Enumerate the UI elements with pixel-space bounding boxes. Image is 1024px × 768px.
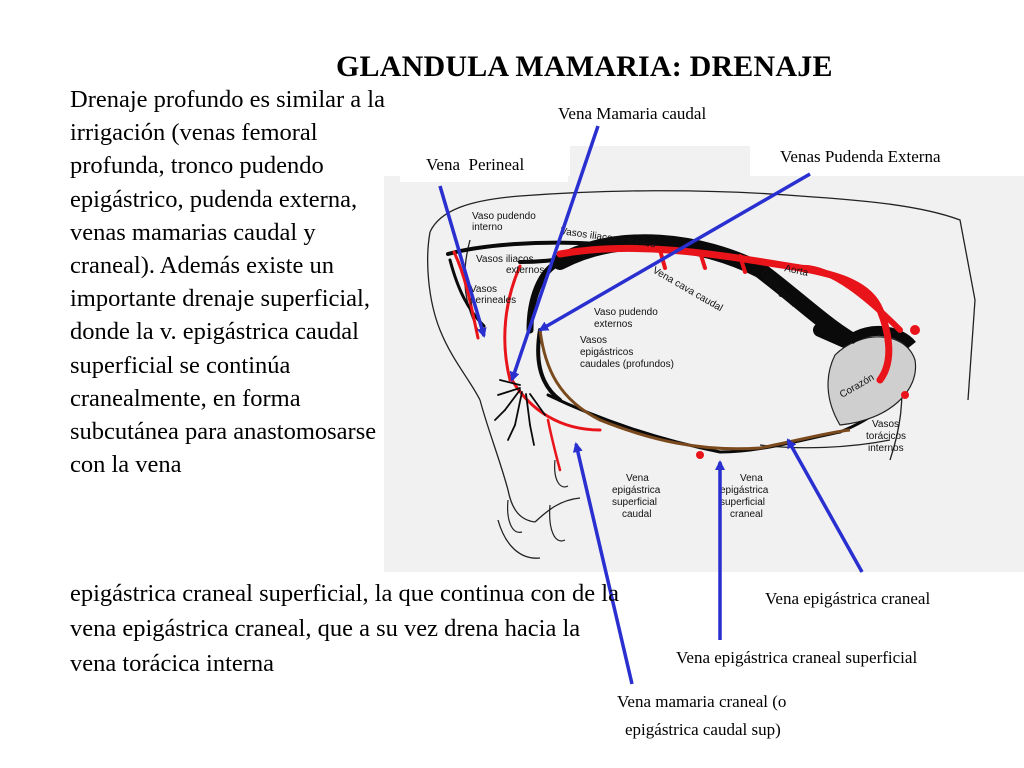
- label-vena-mamaria-craneal-2: epigástrica caudal sup): [625, 720, 781, 739]
- label-vasos-perineales-2: perineales: [470, 295, 516, 306]
- label-vasos-toracicos-2: torácicos: [866, 431, 906, 442]
- label-vena-esc-3: superficial: [612, 497, 657, 508]
- callout-arrows: [438, 125, 864, 685]
- label-vena-esc-4: caudal: [622, 509, 651, 520]
- description-part2: epigástrica craneal superficial, la que …: [70, 580, 619, 677]
- label-vasos-iliacos-externos-1: Vasos iliacos: [476, 254, 534, 265]
- label-vena-epigastrica-craneal-superficial: Vena epigástrica craneal superficial: [676, 648, 918, 667]
- artery-splotches: [696, 325, 920, 459]
- label-vaso-pudendo-externos-1: Vaso pudendo: [594, 307, 658, 318]
- label-mask-pudenda: [752, 140, 1024, 174]
- vasos-iliacos-externos: [518, 256, 572, 264]
- label-vasos-epigastricos-2: epigástricos: [580, 347, 633, 358]
- label-vasos-epigastricos-3: caudales (profundos): [580, 359, 674, 370]
- arteries: [452, 244, 903, 472]
- label-aorta: Aorta: [783, 263, 809, 279]
- label-vaso-pudendo-externos-2: externos: [594, 319, 632, 330]
- label-vaso-pudendo-interno-2: interno: [472, 222, 503, 233]
- label-vena-mamaria-craneal-1: Vena mamaria craneal (o: [617, 692, 787, 711]
- label-vena-escr-2: epigástrica: [720, 485, 769, 496]
- vena-epigastrica-superficial: [538, 329, 851, 451]
- label-vena-mamaria-caudal: Vena Mamaria caudal: [558, 104, 707, 123]
- label-vena-perineal: Vena Perineal: [426, 155, 525, 174]
- label-mask-perineal: [400, 146, 568, 182]
- arrow-vena-mamaria-craneal: [572, 442, 634, 685]
- label-vena-escr-3: superficial: [720, 497, 765, 508]
- label-vena-escr-4: craneal: [730, 509, 763, 520]
- mammary-vein-branches: [494, 379, 546, 446]
- figure-background-top: [570, 146, 750, 178]
- label-vasos-epigastricos-1: Vasos: [580, 335, 607, 346]
- arrow-vena-perineal: [438, 185, 487, 338]
- label-vena-esc-2: epigástrica: [612, 485, 661, 496]
- label-vaso-pudendo-interno-1: Vaso pudendo: [472, 211, 536, 222]
- label-vasos-toracicos-3: internos: [868, 443, 904, 454]
- page-title: GLANDULA MAMARIA: DRENAJE: [336, 50, 833, 83]
- label-vasos-toracicos-1: Vasos: [872, 419, 899, 430]
- description-part1: Drenaje profundo es similar a la irrigac…: [70, 86, 385, 479]
- teats: [507, 459, 569, 542]
- label-vena-escr-1: Vena: [740, 473, 763, 484]
- label-vena-epigastrica-craneal: Vena epigástrica craneal: [765, 589, 931, 608]
- arrow-venas-pudenda-externa: [538, 172, 811, 332]
- arrow-vena-mamaria-caudal: [509, 125, 600, 382]
- label-vena-esc-1: Vena: [626, 473, 649, 484]
- label-vasos-iliacos-externos-2: externos: [506, 265, 544, 276]
- label-vasos-perineales-1: Vasos: [470, 284, 497, 295]
- arrow-vena-epigastrica-craneal: [786, 438, 864, 573]
- label-venas-pudenda-externa: Venas Pudenda Externa: [780, 147, 941, 166]
- vasos-epigastricos-caudales: [536, 328, 562, 402]
